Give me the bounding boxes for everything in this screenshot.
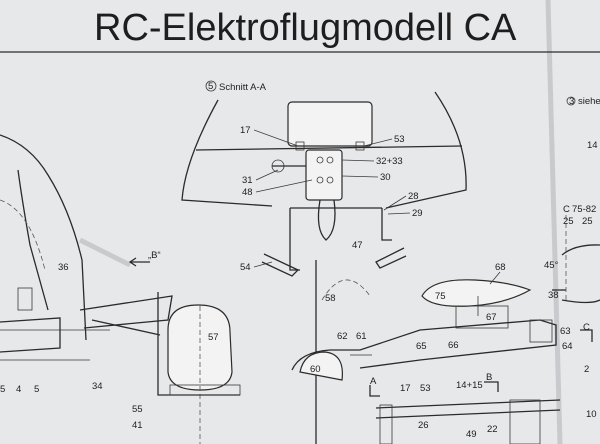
left-structure (0, 317, 61, 353)
part-number: 31 (242, 175, 253, 186)
part-number: 28 (408, 191, 419, 202)
part-number: 55 (132, 404, 143, 415)
bolt (316, 156, 324, 164)
view-marker-label: „B“ (148, 250, 161, 261)
fuselage-left-wall (181, 99, 273, 207)
section-letter: A (370, 376, 377, 387)
bolt (326, 156, 334, 164)
part-number: 60 (310, 364, 321, 375)
part-number: 58 (325, 293, 336, 304)
sheet-title: RC-Elektroflugmodell CA (94, 7, 517, 49)
part-number: 53 (420, 383, 431, 394)
section-mark-C (580, 329, 593, 342)
wing-profile (421, 279, 532, 307)
left-block (17, 287, 33, 311)
part-number: 57 (208, 332, 219, 343)
part-number: 63 (560, 326, 571, 337)
skid-left (261, 253, 300, 277)
part-number: 54 (240, 262, 251, 273)
note-text: siehe (578, 96, 600, 107)
part-number: 64 (562, 341, 573, 352)
section-mark-A (369, 385, 380, 397)
part-number: 10 (586, 409, 597, 420)
part-number: 30 (380, 172, 391, 183)
part-number: 66 (448, 340, 459, 351)
part-number: 22 (487, 424, 498, 435)
dimension-text: 75-82 (572, 204, 596, 215)
fuselage-right-wall (385, 91, 467, 209)
part-number: 68 (495, 262, 506, 273)
part-labels: 17 53 32+33 31 48 30 28 29 47 54 58 68 7… (0, 125, 598, 440)
part-number: 4 (16, 384, 21, 395)
bolt (316, 176, 324, 184)
part-number: 38 (548, 290, 559, 301)
angle-text: 45° (544, 260, 559, 271)
paper-fold (78, 237, 132, 268)
part-number: 67 (486, 312, 497, 323)
part-number: 34 (92, 381, 103, 392)
left-structure-lines (0, 329, 110, 361)
lower-rail (291, 319, 557, 371)
section-letter: C (563, 204, 570, 215)
section-letter: B (486, 372, 492, 383)
note-number-circle (566, 96, 576, 106)
rib-block (509, 399, 541, 444)
part-number: 29 (412, 208, 423, 219)
view-arrow (128, 257, 150, 267)
skid-right (375, 247, 407, 269)
left-inner-contour (17, 169, 49, 311)
part-number: 36 (58, 262, 69, 273)
gear-plate (169, 384, 241, 396)
part-number: 25 (563, 216, 574, 227)
part-number: 17 (400, 383, 411, 394)
spar-line (375, 399, 561, 409)
section-letter: C (583, 322, 590, 333)
part-number: 61 (356, 331, 367, 342)
part-number: 65 (416, 341, 427, 352)
fitting-60 (299, 351, 343, 381)
bolt (326, 176, 334, 184)
servo-mount (305, 149, 343, 201)
part-number: 5 (0, 384, 5, 395)
part-number: 32+33 (376, 156, 403, 167)
part-number: 41 (132, 420, 143, 431)
spring-loop (317, 199, 336, 241)
paper-fold (545, 0, 563, 444)
part-number: 47 (352, 240, 363, 251)
left-hidden (0, 199, 46, 271)
part-number: 2 (584, 364, 589, 375)
leader-lines (253, 129, 501, 285)
skid-frame (289, 208, 392, 271)
part-number: 62 (337, 331, 348, 342)
part-number: 48 (242, 187, 253, 198)
section-label: Schnitt A-A (219, 82, 267, 93)
right-pylon (561, 244, 600, 304)
part-number: 14 (587, 140, 598, 151)
part-number: 53 (394, 134, 405, 145)
part-number: 25 (582, 216, 593, 227)
section-number: 5 (208, 81, 213, 92)
left-fuselage-outline (0, 134, 87, 341)
part-number: 26 (418, 420, 429, 431)
battery-box (287, 101, 373, 147)
spar-line (375, 409, 561, 419)
section-mark-B (484, 381, 499, 392)
wing-mount-block (455, 305, 509, 329)
deck-line (195, 145, 463, 151)
rib (379, 404, 393, 444)
strut-34 (79, 295, 173, 329)
note-number: 3 (569, 96, 574, 107)
part-number: 5 (34, 384, 39, 395)
end-block (529, 319, 553, 343)
strut-lower (91, 319, 161, 336)
section-number-circle (205, 80, 217, 92)
part-number: 75 (435, 291, 446, 302)
part-number: 49 (466, 429, 477, 440)
bracket-left (295, 141, 305, 151)
part-number: 17 (240, 125, 251, 136)
part-number: 14+15 (456, 380, 483, 391)
